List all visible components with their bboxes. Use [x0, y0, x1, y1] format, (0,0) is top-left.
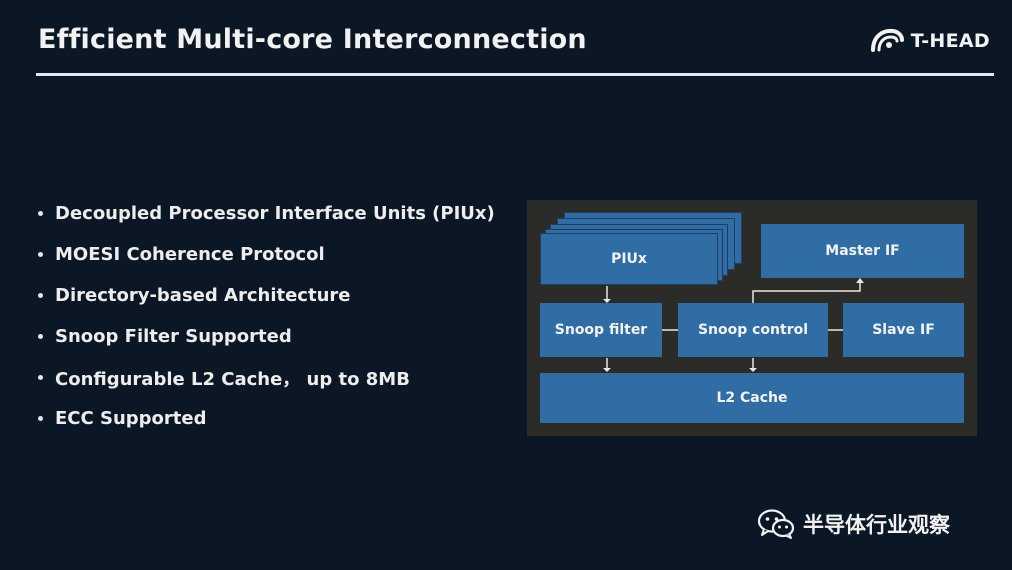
- watermark-text: 半导体行业观察: [803, 513, 950, 537]
- arrow-head: [749, 368, 757, 372]
- slave-if-block: Slave IF: [843, 303, 964, 357]
- logo-text: T-HEAD: [910, 30, 990, 52]
- connector-control-to-master: [752, 283, 861, 303]
- architecture-diagram: PIUx Master IF Snoop filter Snoop contro…: [527, 200, 977, 436]
- bullet-dot: [38, 211, 43, 216]
- bullet-item: Snoop Filter Supported: [38, 316, 495, 357]
- bullet-dot: [38, 416, 43, 421]
- piux-block: PIUx: [540, 233, 718, 285]
- bullet-list: Decoupled Processor Interface Units (PIU…: [38, 193, 495, 439]
- arrow-head: [603, 299, 611, 303]
- bullet-item: MOESI Coherence Protocol: [38, 234, 495, 275]
- title-divider: [36, 73, 994, 76]
- bullet-dot: [38, 252, 43, 257]
- bullet-item: Directory-based Architecture: [38, 275, 495, 316]
- slide-title: Efficient Multi-core Interconnection: [38, 24, 587, 55]
- t-head-logo-icon: [870, 28, 904, 52]
- t-head-logo: T-HEAD: [869, 28, 990, 54]
- master-if-block: Master IF: [761, 224, 964, 278]
- bullet-item: ECC Supported: [38, 398, 495, 439]
- snoop-filter-block: Snoop filter: [540, 303, 662, 357]
- diagram-connectors: [603, 278, 864, 372]
- arrow-head: [856, 278, 864, 283]
- bullet-dot: [38, 375, 43, 380]
- l2-cache-block: L2 Cache: [540, 373, 964, 423]
- bullet-item: Configurable L2 Cache， up to 8MB: [38, 357, 495, 398]
- bullet-dot: [38, 334, 43, 339]
- arrow-head: [603, 368, 611, 372]
- bullet-dot: [38, 293, 43, 298]
- snoop-control-block: Snoop control: [678, 303, 828, 357]
- bullet-item: Decoupled Processor Interface Units (PIU…: [38, 193, 495, 234]
- wechat-icon: [757, 509, 795, 539]
- watermark: 半导体行业观察: [757, 508, 950, 540]
